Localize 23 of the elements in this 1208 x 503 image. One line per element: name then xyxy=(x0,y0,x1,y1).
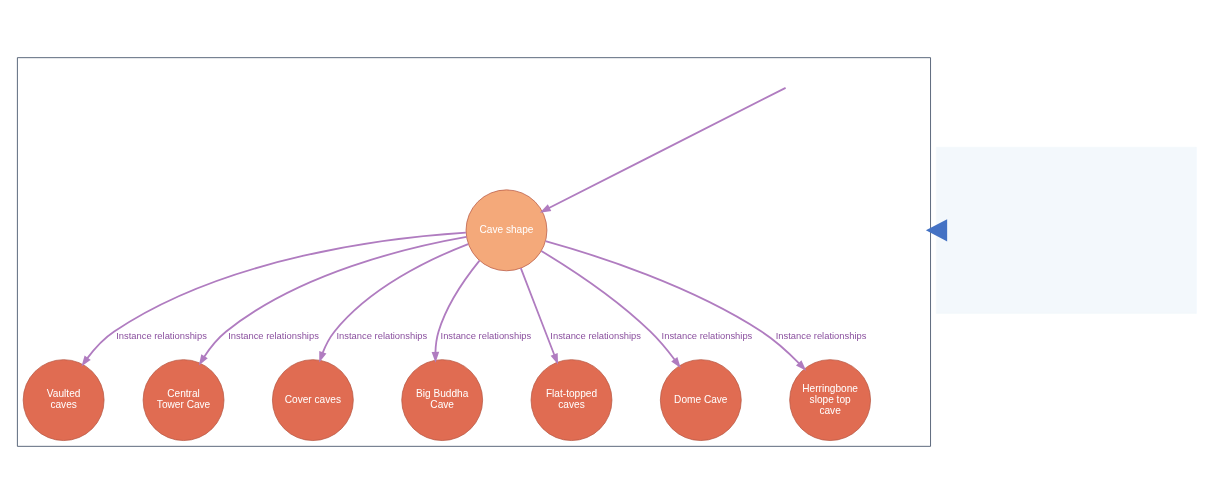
arrow xyxy=(198,235,468,365)
arrow xyxy=(540,249,681,368)
edge-label: Instance relationships xyxy=(661,329,753,341)
arrow xyxy=(431,259,481,363)
arrow xyxy=(319,242,470,363)
edge-label: Instance relationships xyxy=(775,329,867,341)
arrow xyxy=(519,266,559,365)
node-circle: Flat-topped caves xyxy=(530,358,613,441)
arrow xyxy=(539,86,787,213)
edge-label: Instance relationships xyxy=(440,329,532,341)
node-circle: Central Tower Cave xyxy=(142,358,225,441)
edge-label: Instance relationships xyxy=(550,329,642,341)
node-circle: Cave shape xyxy=(465,189,548,271)
node-circle: Big Buddha Cave xyxy=(401,358,483,441)
node-circle: Vaulted caves xyxy=(22,358,105,441)
edge-label: Instance relationships xyxy=(336,329,428,341)
edge-label: Instance relationships xyxy=(116,329,207,341)
arrow xyxy=(544,239,807,371)
arrow xyxy=(925,218,948,241)
arrow xyxy=(81,231,467,366)
edge-label: Instance relationships xyxy=(228,329,319,341)
node-circle: Cover caves xyxy=(272,358,354,441)
cluster xyxy=(16,56,931,447)
